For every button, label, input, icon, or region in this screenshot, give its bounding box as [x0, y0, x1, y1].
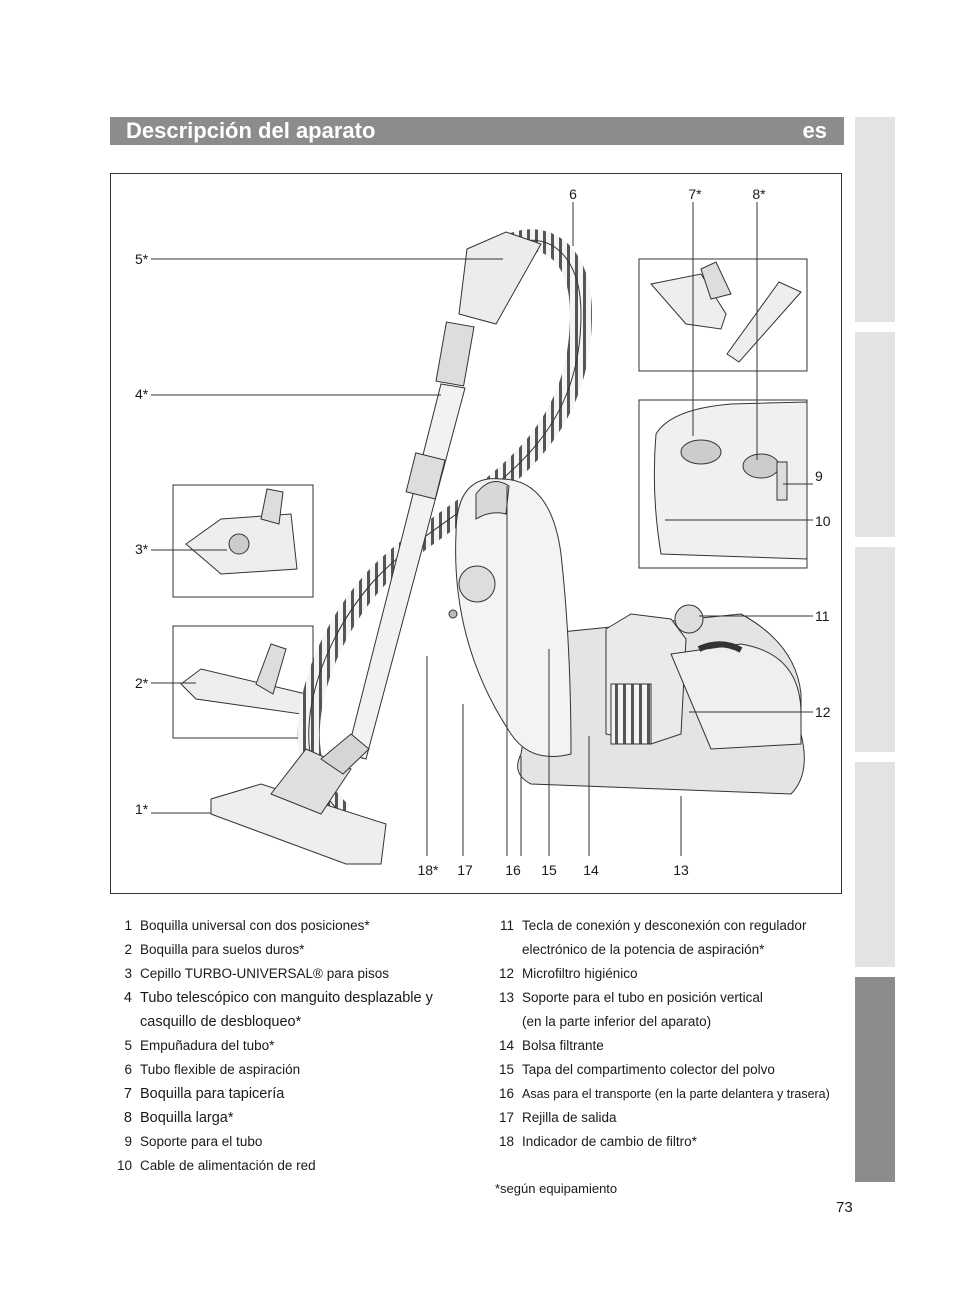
vacuum-illustration: 1* 2* 3* 4* 5* 6 7* 8* 9 10 11 12 13 14 … — [135, 186, 831, 878]
page-number: 73 — [836, 1199, 853, 1216]
legend-item: (en la parte inferior del aparato) — [522, 1014, 712, 1029]
callout-18: 18* — [417, 862, 439, 878]
callout-12: 12 — [815, 704, 831, 720]
telescopic-tube — [346, 383, 466, 760]
callout-4: 4* — [135, 386, 149, 402]
side-tab-3 — [855, 547, 895, 752]
tube-holder-drawing — [653, 401, 808, 560]
callout-labels: 1* 2* 3* 4* 5* 6 7* 8* 9 10 11 12 13 14 … — [135, 186, 831, 878]
callout-lines — [151, 202, 813, 856]
legend-item: casquillo de desbloqueo* — [140, 1014, 302, 1030]
universal-floor-nozzle — [210, 733, 387, 865]
crevice-nozzle-drawing — [726, 281, 802, 363]
callout-1: 1* — [135, 801, 149, 817]
callout-3: 3* — [135, 541, 149, 557]
vacuum-diagram: 1* 2* 3* 4* 5* 6 7* 8* 9 10 11 12 13 14 … — [110, 173, 842, 894]
callout-8: 8* — [752, 186, 766, 202]
sliding-sleeve — [405, 452, 446, 500]
callout-14: 14 — [583, 862, 599, 878]
callout-7: 7* — [688, 186, 702, 202]
callout-13: 13 — [673, 862, 689, 878]
turbo-brush-drawing — [185, 488, 298, 575]
language-code: es — [802, 118, 827, 143]
callout-16: 16 — [505, 862, 521, 878]
callout-5: 5* — [135, 251, 149, 267]
side-tab-2 — [855, 332, 895, 537]
side-tab-1 — [855, 117, 895, 322]
section-header: Descripción del aparato es — [110, 117, 844, 145]
page-title: Descripción del aparato — [126, 118, 376, 143]
hose-handle — [458, 231, 542, 325]
callout-15: 15 — [541, 862, 557, 878]
legend-item: electrónico de la potencia de aspiración… — [522, 942, 765, 957]
callout-10: 10 — [815, 513, 831, 529]
callout-11: 11 — [815, 608, 830, 624]
callout-9: 9 — [815, 468, 823, 484]
side-tab-4 — [855, 762, 895, 967]
upholstery-nozzle-drawing — [650, 261, 732, 330]
callout-2: 2* — [135, 675, 149, 691]
side-tab-active — [855, 977, 895, 1182]
handle-sleeve — [435, 321, 475, 387]
callout-6: 6 — [569, 186, 577, 202]
callout-17: 17 — [457, 862, 473, 878]
footnote: *según equipamiento — [495, 1181, 618, 1196]
